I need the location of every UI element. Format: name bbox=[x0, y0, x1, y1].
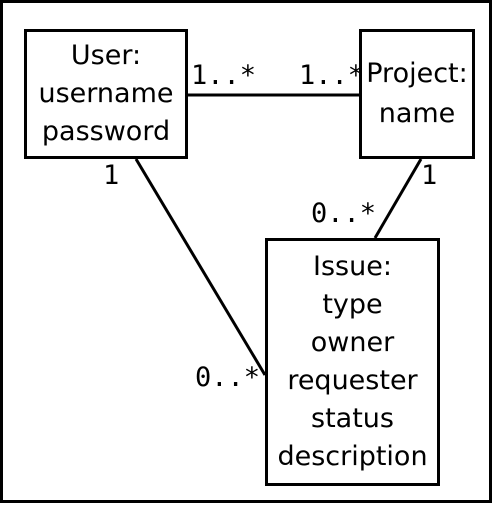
multiplicity-project-issue-issue-end: 0..* bbox=[311, 198, 377, 229]
multiplicity-user-issue-user-end: 1 bbox=[103, 160, 120, 191]
association-line-project-issue bbox=[373, 158, 423, 239]
multiplicity-user-project-project-end: 1..* bbox=[299, 60, 365, 91]
attribute-requester: requester bbox=[287, 365, 418, 396]
multiplicity-user-project-user-end: 1..* bbox=[191, 60, 257, 91]
class-name-project: Project: bbox=[366, 58, 468, 89]
association-line-user-issue bbox=[134, 158, 267, 376]
attribute-status: status bbox=[311, 403, 394, 434]
attribute-type: type bbox=[322, 289, 383, 320]
attribute-name: name bbox=[378, 98, 456, 129]
class-name-user: User: bbox=[70, 40, 142, 71]
attribute-username: username bbox=[38, 78, 174, 109]
attribute-owner: owner bbox=[310, 327, 395, 358]
class-box-issue: Issue: type owner requester status descr… bbox=[265, 238, 440, 486]
multiplicity-user-issue-issue-end: 0..* bbox=[195, 362, 261, 393]
multiplicity-project-issue-project-end: 1 bbox=[421, 160, 438, 191]
class-box-project: Project: name bbox=[359, 29, 475, 159]
class-name-issue: Issue: bbox=[313, 251, 392, 282]
attribute-description: description bbox=[277, 441, 428, 472]
class-box-user: User: username password bbox=[24, 29, 188, 159]
attribute-password: password bbox=[41, 116, 171, 147]
association-lines bbox=[134, 93, 423, 376]
